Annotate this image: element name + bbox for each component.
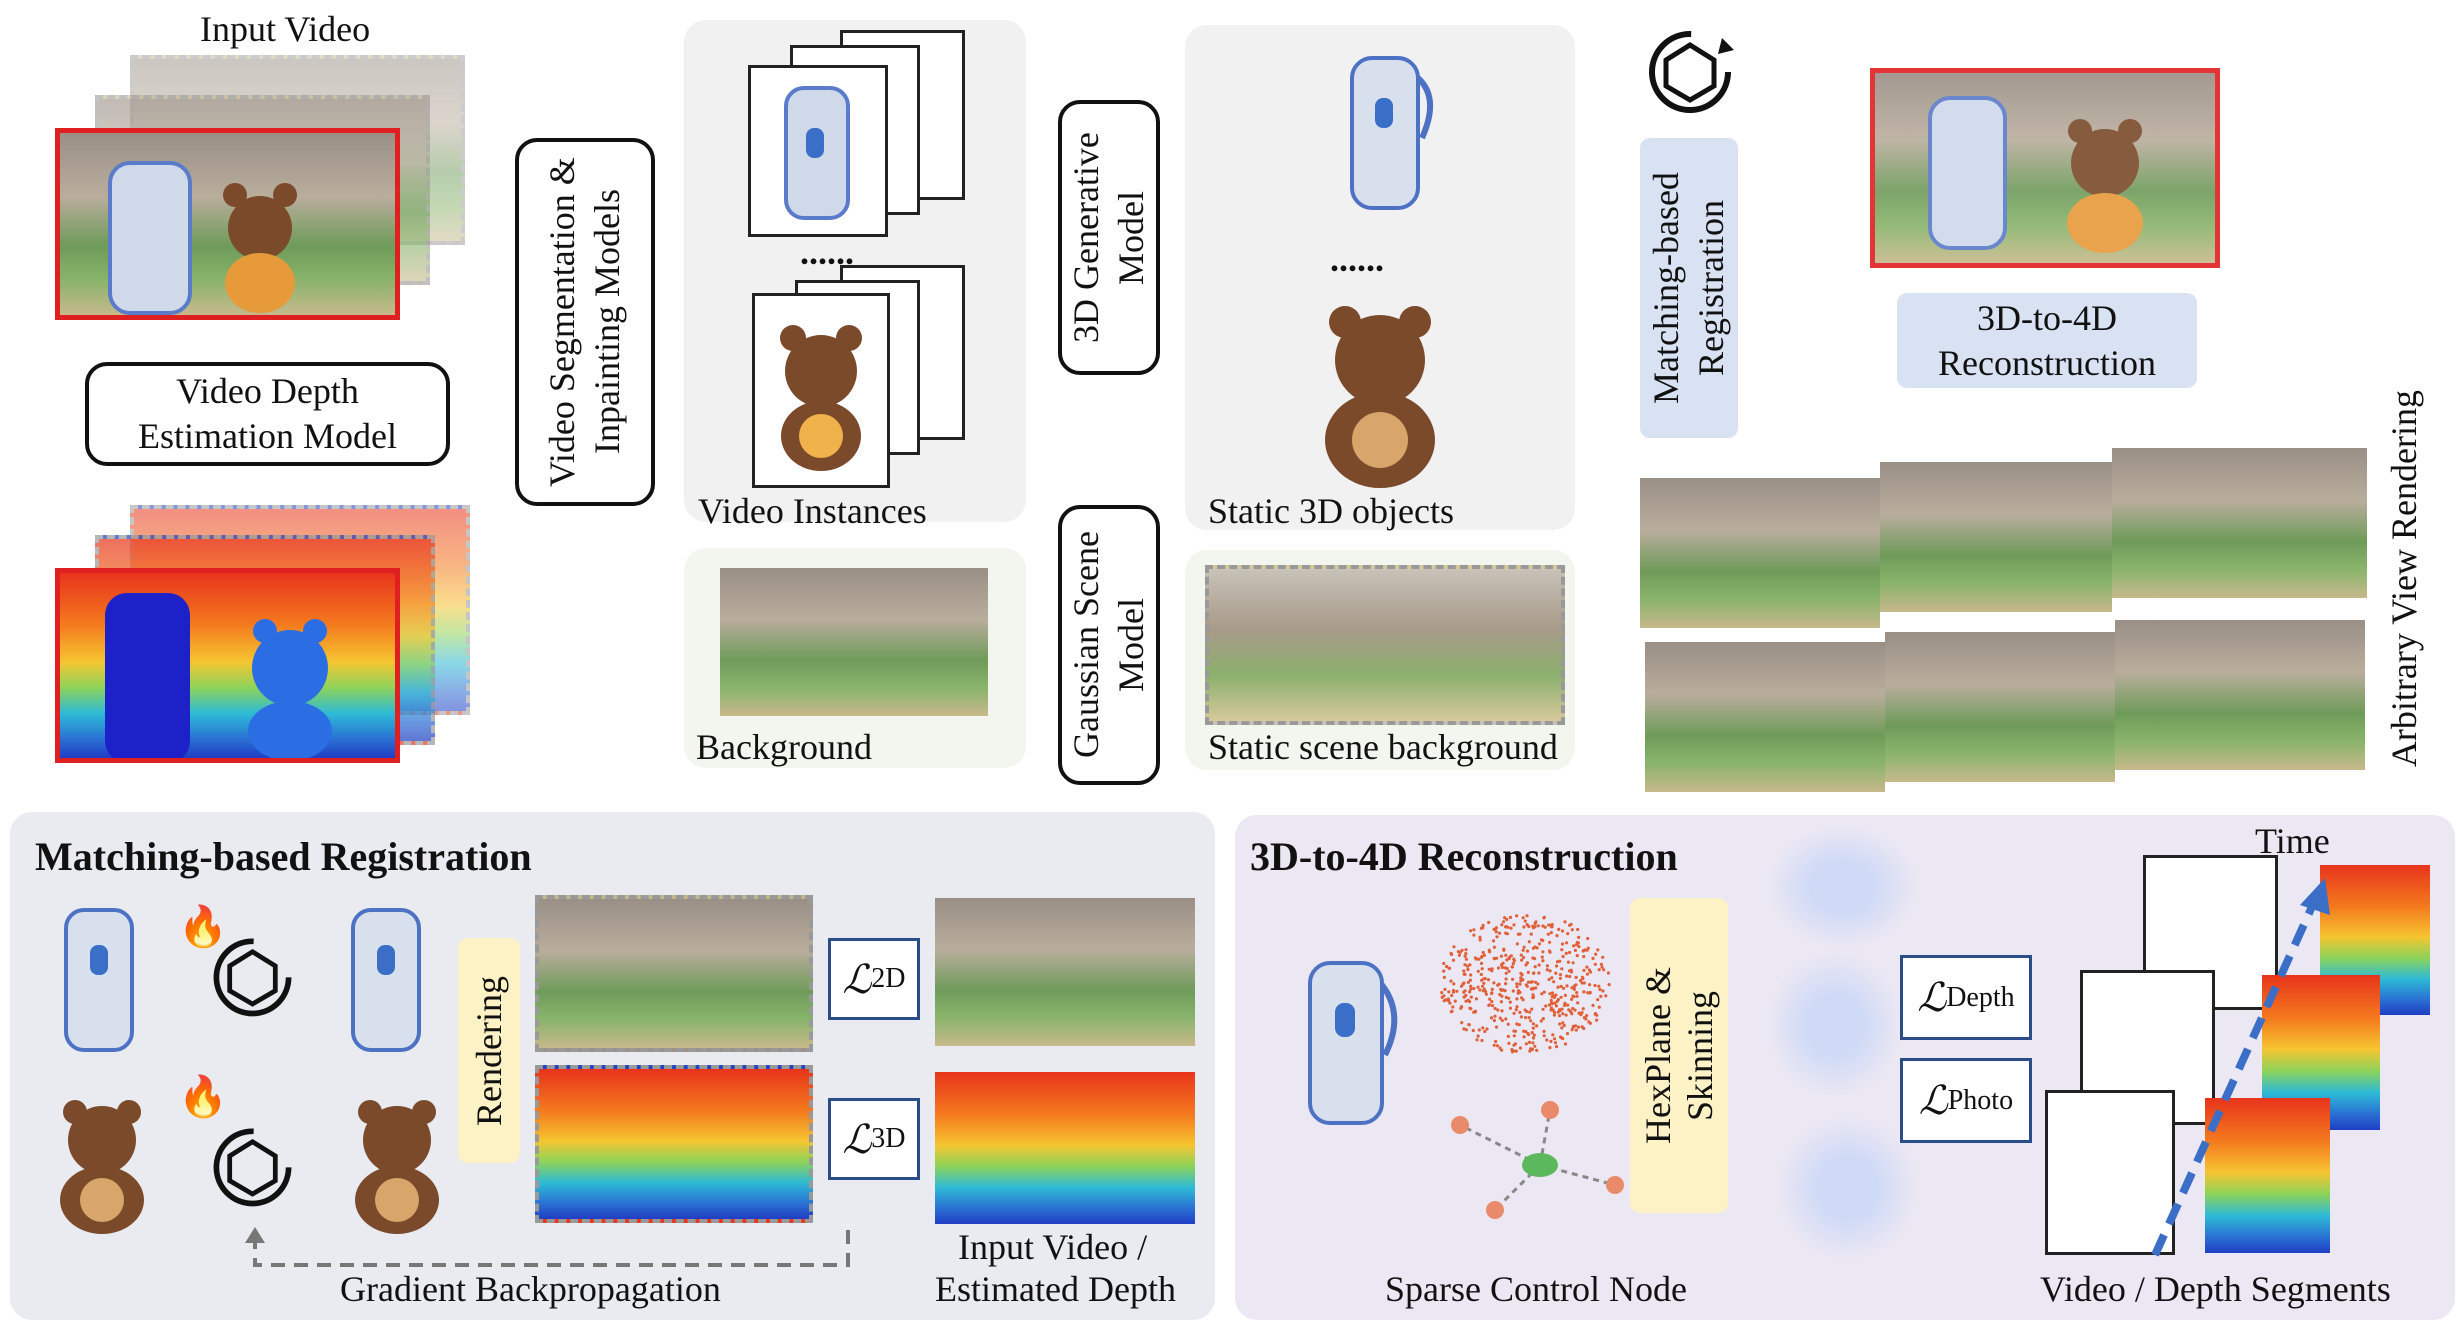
bear-after-registration: [355, 1100, 439, 1234]
objects-dots: ......: [1330, 239, 1384, 279]
3d-to-4d-reconstruction-box: 3D-to-4D Reconstruction: [1897, 293, 2197, 388]
loss-photo-symbol: ℒ: [1918, 1078, 1948, 1123]
rendering-box: Rendering: [458, 938, 520, 1163]
loss-depth-symbol: ℒ: [1917, 975, 1947, 1020]
registration-cycle-icon-vacuum: [213, 938, 292, 1017]
loss-3d-subscript: 3D: [871, 1123, 906, 1154]
background-image: [720, 568, 988, 716]
deformed-vacuum-1: [1770, 828, 1915, 946]
time-label: Time: [2255, 821, 2330, 861]
depth-segment-frame-1: [2205, 1098, 2330, 1253]
registration-cycle-icon-bear: [213, 1128, 292, 1207]
render-view-1: [1640, 478, 1880, 628]
rendered-rgb-image: [535, 895, 813, 1052]
3d-generative-model-label: 3D Generative Model: [1066, 132, 1151, 343]
reconstruction-result-image: [1870, 68, 2220, 268]
loss-2d-subscript: 2D: [871, 963, 906, 994]
deformed-vacuum-2: [1770, 955, 1900, 1095]
vacuum-before-registration: [64, 908, 134, 1052]
static-3d-objects-label: Static 3D objects: [1208, 491, 1454, 531]
render-view-3: [2112, 448, 2367, 598]
sparse-control-node-graph: [1451, 1101, 1624, 1219]
matching-registration-title: Matching-based Registration: [35, 834, 532, 879]
input-video-label: Input Video: [200, 9, 371, 49]
3d-to-4d-reconstruction-label: 3D-to-4D Reconstruction: [1938, 297, 2156, 383]
gaussian-scene-model-box: Gaussian Scene Model: [1058, 505, 1160, 785]
render-view-6: [2115, 620, 2365, 770]
render-view-4: [1645, 642, 1885, 792]
video-depth-estimation-model-box: Video Depth Estimation Model: [85, 362, 450, 466]
loss-depth-subscript: Depth: [1946, 981, 2015, 1013]
gradient-backpropagation-arrow: [245, 1227, 850, 1267]
fire-icon-vacuum: 🔥: [178, 904, 228, 949]
matching-based-registration-label: Matching-based Registration: [1646, 172, 1731, 404]
video-depth-estimation-model-label: Video Depth Estimation Model: [138, 371, 397, 456]
video-depth-segments-label: Video / Depth Segments: [2040, 1269, 2391, 1309]
gradient-backpropagation-label: Gradient Backpropagation: [340, 1269, 721, 1309]
video-segmentation-inpainting-box: Video Segmentation & Inpainting Models: [515, 138, 655, 506]
static-scene-image: [1205, 565, 1565, 725]
rendered-depth-image: [535, 1065, 813, 1223]
rendering-label: Rendering: [469, 975, 509, 1126]
instance-frame-bear-1: [752, 293, 890, 488]
input-video-estimated-depth-line1: Input Video /: [958, 1227, 1148, 1267]
registration-cycle-icon: [1649, 31, 1734, 113]
input-video-frame-front: [55, 128, 400, 320]
hexplane-skinning-label: HexPlane & Skinning: [1638, 967, 1720, 1144]
vacuum-after-registration: [351, 908, 421, 1052]
gaussian-scene-model-label: Gaussian Scene Model: [1066, 531, 1151, 759]
static-vacuum-input: [1308, 961, 1398, 1125]
matching-based-registration-box: Matching-based Registration: [1640, 138, 1738, 438]
depth-frame-front: [55, 568, 400, 763]
static-scene-background-label: Static scene background: [1208, 727, 1558, 767]
reconstruction-title: 3D-to-4D Reconstruction: [1250, 834, 1678, 879]
sparse-control-node-label: Sparse Control Node: [1385, 1269, 1687, 1309]
static-bear-object: [1325, 306, 1435, 488]
loss-photo-subscript: Photo: [1947, 1084, 2014, 1116]
static-vacuum-object: [1350, 56, 1434, 210]
deformed-vacuum-3: [1780, 1118, 1915, 1258]
instance-frame-vacuum-1: [748, 65, 888, 237]
fire-icon-bear: 🔥: [178, 1074, 228, 1119]
loss-2d-symbol: ℒ: [842, 956, 872, 1002]
3d-generative-model-box: 3D Generative Model: [1058, 100, 1160, 375]
render-view-2: [1880, 462, 2112, 612]
loss-3d-symbol: ℒ: [842, 1116, 872, 1162]
arbitrary-view-rendering-label: Arbitrary View Rendering: [2384, 390, 2424, 768]
estimated-depth-image: [935, 1072, 1195, 1224]
video-instances-label: Video Instances: [698, 491, 927, 531]
render-view-5: [1885, 632, 2115, 782]
point-cloud: [1440, 914, 1611, 1054]
time-arrow: [2151, 878, 2330, 1257]
background-label: Background: [696, 727, 872, 767]
hexplane-skinning-box: HexPlane & Skinning: [1630, 898, 1728, 1213]
bear-before-registration: [60, 1100, 144, 1234]
input-video-estimated-depth-line2: Estimated Depth: [935, 1269, 1176, 1309]
video-segmentation-inpainting-label: Video Segmentation & Inpainting Models: [542, 157, 627, 487]
input-video-rgb-image: [935, 898, 1195, 1046]
video-segment-frame-1: [2045, 1090, 2175, 1255]
